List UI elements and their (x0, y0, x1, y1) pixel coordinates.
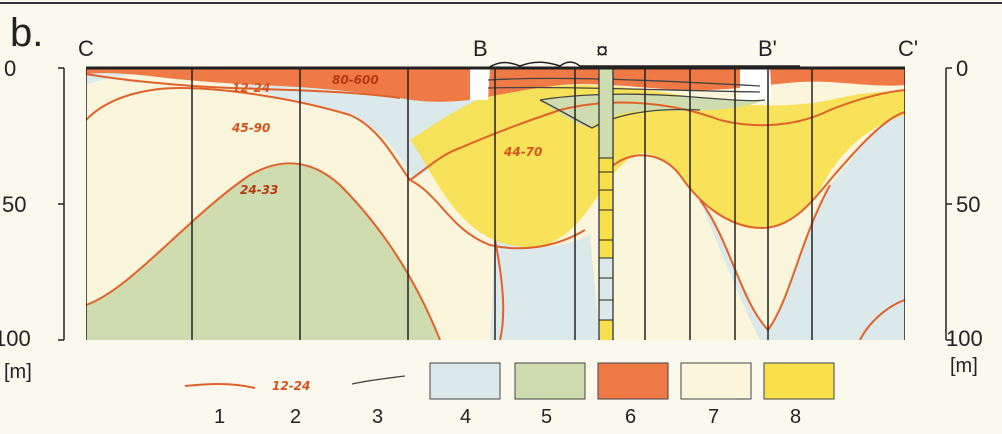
section-fills (86, 68, 905, 340)
legend-number-1: 1 (214, 406, 225, 428)
legend-boundary-sample (351, 375, 406, 385)
legend: 12-24 1 2 3 4 5 6 7 8 (184, 362, 835, 428)
blue-zone-right (700, 110, 905, 340)
right-tick-0: 0 (956, 56, 968, 81)
left-axis (58, 67, 65, 341)
legend-number-3: 3 (372, 406, 383, 428)
legend-number-4: 4 (460, 406, 471, 428)
gap-b (470, 68, 490, 100)
resistivity-label-12-24: 12-24 (232, 81, 270, 95)
profile-point-b-prime: B' (758, 36, 777, 61)
green-lens (540, 94, 765, 128)
profile-point-c-prime: C' (898, 36, 918, 61)
left-tick-0: 0 (4, 56, 16, 81)
right-axis (945, 67, 952, 341)
resistivity-label-44-70: 44-70 (503, 145, 542, 159)
sounding-lines (86, 68, 905, 340)
isolines (86, 73, 905, 340)
profile-point-b: B (473, 36, 488, 61)
surface-relief (487, 61, 800, 69)
isoline-column (494, 239, 505, 340)
panel-label: b. (10, 11, 43, 55)
left-tick-50: 50 (2, 192, 26, 217)
legend-isoline-sample (184, 383, 256, 389)
resistivity-label-45-90: 45-90 (231, 121, 270, 135)
legend-number-2: 2 (290, 406, 301, 428)
isoline-12-24 (86, 73, 401, 99)
legend-swatch-5 (514, 362, 586, 400)
right-unit: [m] (950, 355, 978, 377)
boundary-lens-bottom (539, 99, 701, 129)
green-zone-left (86, 163, 440, 340)
legend-swatch-6 (597, 362, 669, 400)
blue-zone-column (490, 235, 600, 340)
right-tick-100: 100 (946, 326, 983, 351)
gap-bprime (740, 68, 772, 100)
profile-point-c: C (78, 36, 94, 61)
resistivity-label-80-600: 80-600 (332, 73, 379, 87)
cream-band-upper (86, 88, 410, 172)
right-tick-50: 50 (956, 192, 980, 217)
borehole-column (598, 68, 614, 340)
legend-swatch-4 (429, 362, 501, 400)
isoline-24-33 (86, 162, 441, 340)
isoline-44-70-lower (409, 179, 586, 250)
legend-isoline-value: 12-24 (272, 379, 310, 393)
boundary-lens-top (539, 93, 766, 102)
isoline-right (609, 111, 905, 230)
legend-number-8: 8 (790, 406, 801, 428)
legend-number-5: 5 (541, 406, 552, 428)
legend-swatch-7 (680, 362, 752, 400)
legend-number-7: 7 (708, 406, 719, 428)
yellow-zone (410, 84, 905, 248)
legend-number-6: 6 (625, 406, 636, 428)
left-unit: [m] (4, 361, 32, 383)
resistivity-label-24-33: 24-33 (240, 183, 278, 197)
isoline-corner (859, 299, 905, 340)
isoline-45-90 (86, 86, 905, 182)
left-tick-100: 100 (0, 326, 31, 351)
well-symbol-icon: ¤ (596, 38, 608, 63)
legend-swatch-8 (763, 362, 835, 400)
